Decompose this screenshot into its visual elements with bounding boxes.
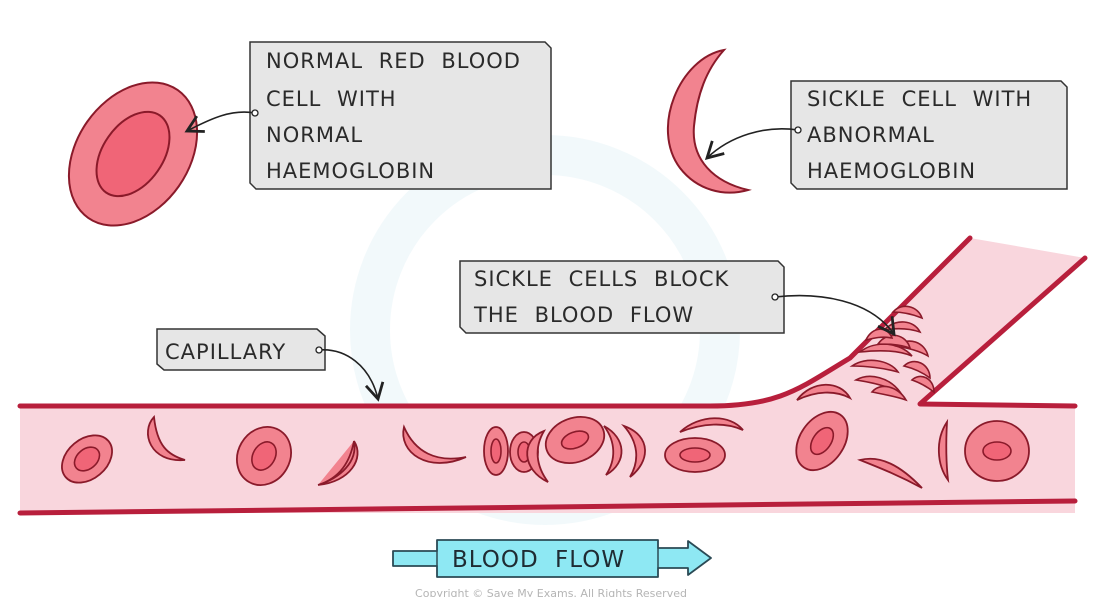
sickle-cell [679, 417, 744, 433]
sickle-cell [147, 414, 186, 461]
sickle-cell [603, 425, 623, 476]
sickle-cell-label-line-1: SICKLE CELL WITH [807, 87, 1032, 111]
blockage-label-line-2: THE BLOOD FLOW [473, 303, 694, 327]
normal-cell [664, 437, 726, 473]
sickle-cell-pointer [704, 128, 799, 160]
sickle-cell [666, 48, 752, 194]
normal-cell [236, 426, 292, 486]
normal-cell-label: NORMAL RED BLOOD CELL WITH NORMAL HAEMOG… [249, 41, 552, 190]
normal-cell-label-line-3: NORMAL [266, 123, 363, 147]
blood-flow-label: BLOOD FLOW [452, 547, 625, 573]
normal-cell [544, 416, 606, 464]
sickle-cell [857, 457, 923, 489]
capillary-pointer-dot [315, 346, 323, 354]
sickle-cell-pointer-dot [794, 126, 802, 134]
sickle-cell [621, 423, 646, 478]
sickle-cell [526, 429, 549, 483]
blockage-pointer [774, 294, 896, 337]
normal-cell-label-line-1: NORMAL RED BLOOD [266, 49, 521, 73]
normal-cell [61, 434, 113, 484]
blockage-label: SICKLE CELLS BLOCK THE BLOOD FLOW [459, 260, 785, 334]
copyright-text: Copyright © Save My Exams. All Rights Re… [415, 587, 687, 597]
vessel-wall-branch [917, 255, 1088, 409]
capillary-label-text: CAPILLARY [165, 340, 286, 364]
normal-red-blood-cell [67, 81, 199, 227]
vessel-wall-bottom [17, 498, 1078, 516]
normal-cell [964, 420, 1030, 482]
vessel-wall-top [17, 235, 973, 409]
sickle-cell [402, 424, 467, 464]
normal-cell-label-line-4: HAEMOGLOBIN [266, 159, 435, 183]
normal-cell [483, 426, 509, 476]
blockage-pointer-dot [771, 293, 779, 301]
sickle-cell [796, 383, 853, 401]
sickle-cell [937, 418, 950, 484]
vessel-cells [61, 305, 1030, 489]
sickle-cell [317, 440, 359, 486]
sickle-cell-label: SICKLE CELL WITH ABNORMAL HAEMOGLOBIN [790, 80, 1068, 190]
blood-flow-arrow: BLOOD FLOW [392, 539, 712, 578]
blockage-label-line-1: SICKLE CELLS BLOCK [474, 267, 729, 291]
normal-cell-pointer-dot [251, 109, 259, 117]
normal-cell-label-line-2: CELL WITH [266, 87, 397, 111]
sickle-cell-label-line-2: ABNORMAL [807, 123, 935, 147]
capillary-pointer [318, 349, 385, 402]
normal-cell [795, 411, 849, 471]
capillary-label: CAPILLARY [156, 328, 326, 371]
sickle-cell-label-line-3: HAEMOGLOBIN [807, 159, 976, 183]
normal-cell-pointer [184, 111, 256, 133]
